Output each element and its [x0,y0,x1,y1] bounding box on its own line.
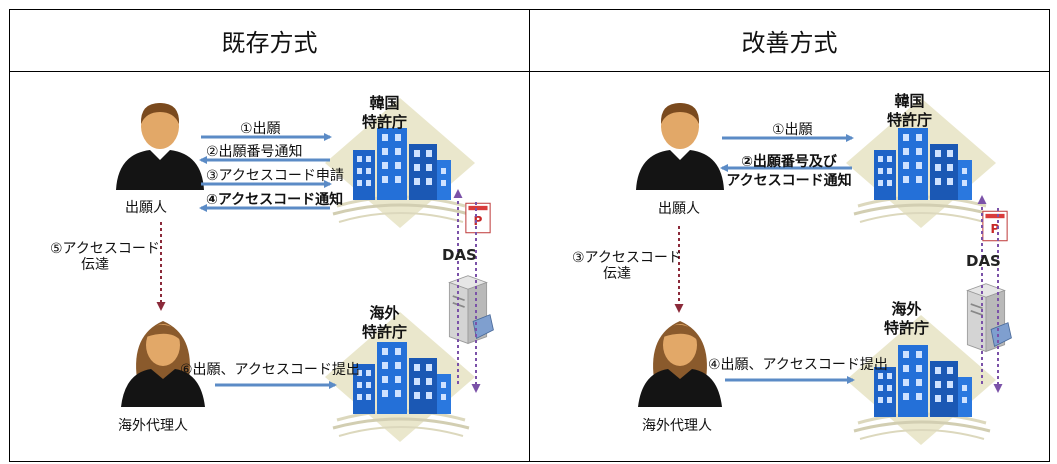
agent-label: 海外代理人 [642,418,712,434]
applicant-icon [636,103,724,190]
applicant-label: 出願人 [658,201,700,217]
improved-method-cell: 韓国特許庁 海外特許庁 DAS 出願人 海外代理人 ①出願 ②出願番号及びアクセ… [529,71,1050,462]
step4-label: ④出願、アクセスコード提出 [708,357,888,373]
applicant-icon [116,103,204,190]
patent-document-icon [982,210,1008,242]
step3-label: ③アクセスコード申請 [206,168,344,184]
das-server-icon [448,274,494,345]
agent-label: 海外代理人 [118,418,188,434]
kipo-label: 韓国特許庁 [887,92,933,129]
header-existing: 既存方式 [9,9,530,72]
step1-label: ①出願 [240,121,281,137]
step3-label: ③アクセスコード伝達 [572,250,682,282]
existing-diagram-graphics [116,98,494,442]
foreign-office-label: 海外特許庁 [884,300,930,337]
step4-label: ④アクセスコード通知 [206,192,344,208]
foreign-office-label: 海外特許庁 [362,304,408,341]
step2-label: ②出願番号及びアクセスコード通知 [726,154,852,189]
improved-diagram: 韓国特許庁 海外特許庁 DAS 出願人 海外代理人 ①出願 ②出願番号及びアクセ… [530,72,1049,461]
header-improved: 改善方式 [529,9,1050,72]
comparison-table: 既存方式 改善方式 [9,9,1050,462]
existing-diagram: 韓国特許庁 海外特許庁 DAS 出願人 海外代理人 ①出願 ②出願番号通知 ③ア… [10,72,529,461]
kipo-label: 韓国特許庁 [362,94,408,131]
das-server-icon [966,282,1012,353]
step1-label: ①出願 [772,122,813,138]
das-label: DAS [442,246,477,264]
improved-diagram-graphics [636,98,1012,445]
applicant-label: 出願人 [125,200,167,216]
step2-label: ②出願番号通知 [206,144,303,160]
patent-document-icon [465,202,491,234]
das-label: DAS [966,252,1001,270]
step5-label: ⑤アクセスコード伝達 [50,241,160,273]
step6-label: ⑥出願、アクセスコード提出 [180,362,360,378]
existing-method-cell: 韓国特許庁 海外特許庁 DAS 出願人 海外代理人 ①出願 ②出願番号通知 ③ア… [9,71,530,462]
